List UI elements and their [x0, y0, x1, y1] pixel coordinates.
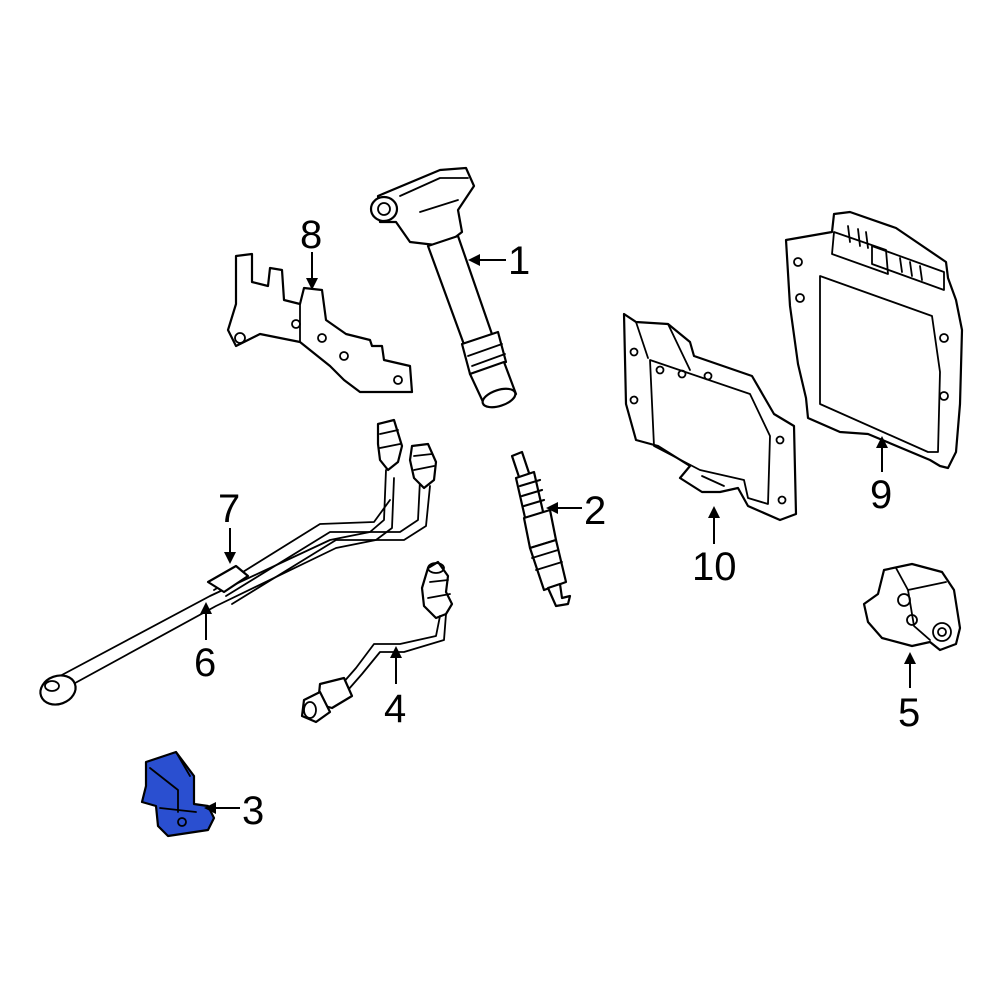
- oxygen-sensor-part-4[interactable]: [300, 560, 454, 724]
- callout-2: 2: [584, 489, 606, 533]
- bracket-part-5[interactable]: [862, 562, 962, 652]
- callout-9: 9: [870, 473, 892, 517]
- spark-plug-part-2[interactable]: [510, 450, 572, 608]
- ecu-bracket-part-10[interactable]: [622, 312, 798, 522]
- sensor-part-3-highlighted[interactable]: [140, 750, 216, 838]
- callout-5: 5: [898, 691, 920, 735]
- callout-6: 6: [194, 641, 216, 685]
- callout-7: 7: [218, 487, 240, 531]
- callout-10: 10: [692, 545, 737, 589]
- ignition-coil-part-1[interactable]: [369, 166, 518, 411]
- ecu-module-part-9[interactable]: [784, 210, 964, 470]
- callout-3: 3: [242, 789, 264, 833]
- callout-4: 4: [384, 687, 406, 731]
- callout-8: 8: [300, 213, 322, 257]
- callout-1: 1: [508, 239, 530, 283]
- bracket-plate-part-8[interactable]: [226, 252, 414, 394]
- knock-sensor-harness-part-6-7[interactable]: [36, 418, 438, 709]
